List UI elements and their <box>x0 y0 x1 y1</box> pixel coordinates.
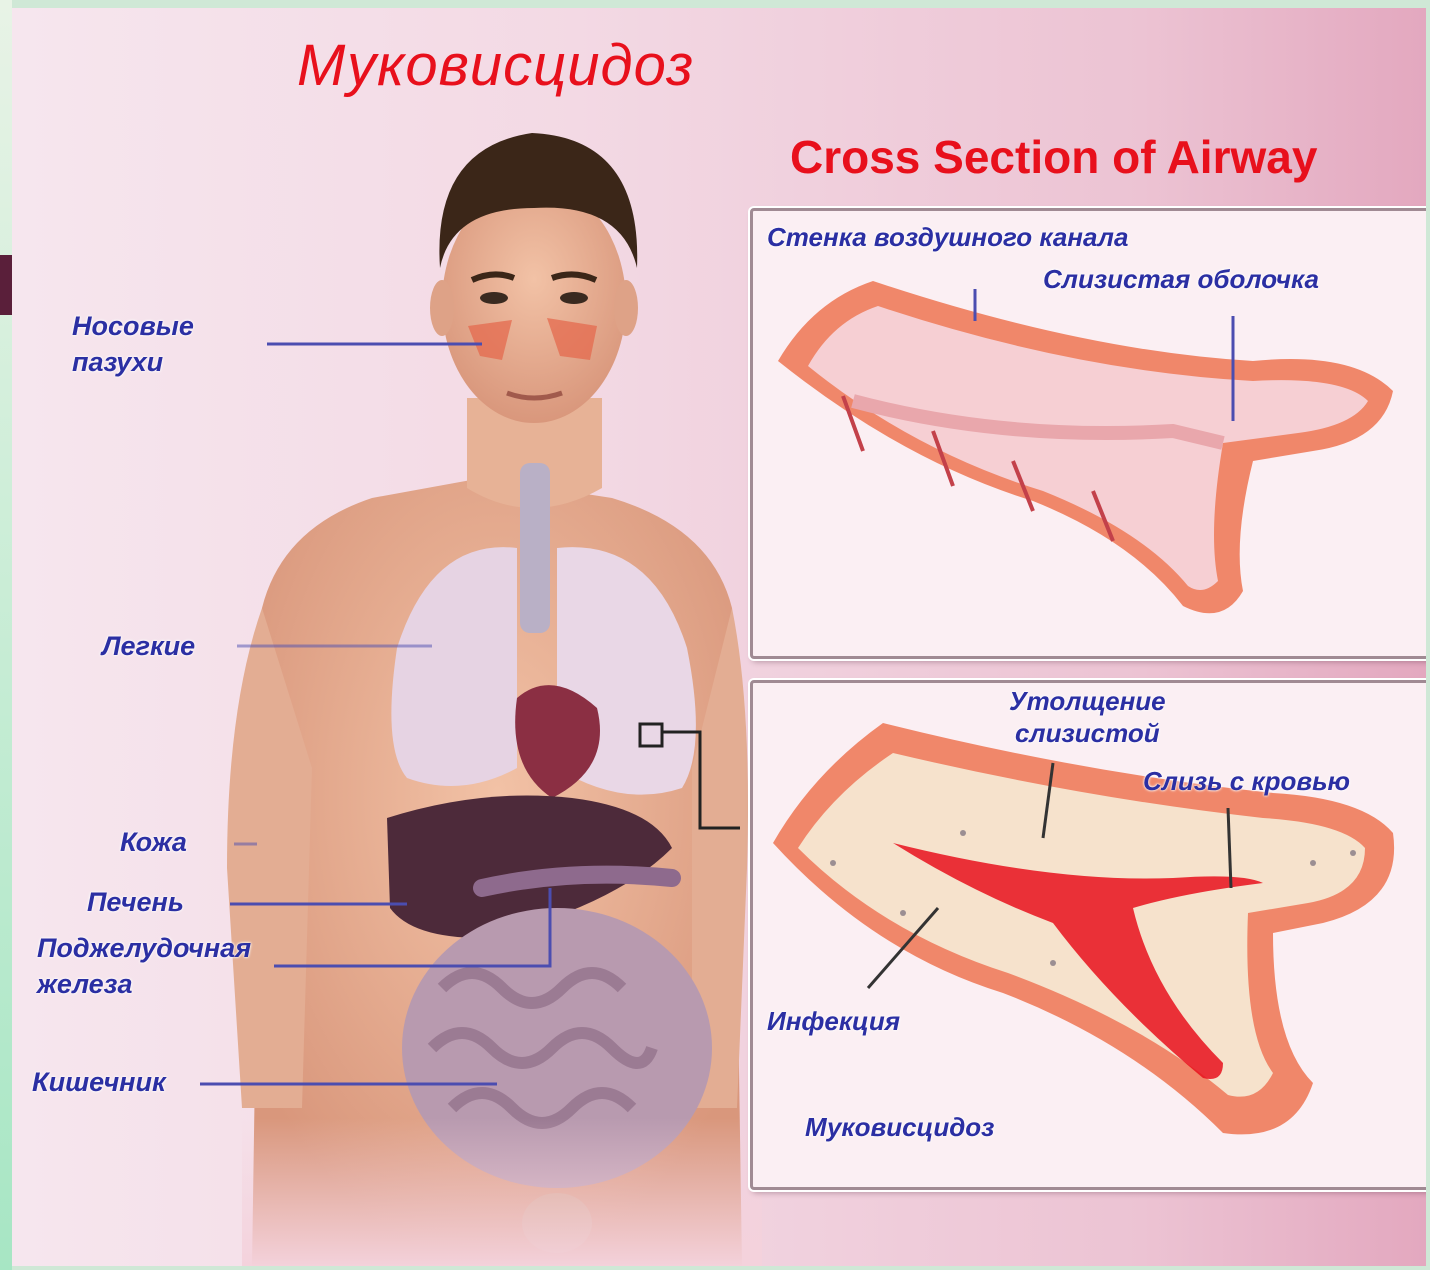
label-cf-caption: Муковисцидоз <box>805 1109 994 1145</box>
trachea <box>520 463 550 633</box>
label-skin: Кожа <box>120 824 187 860</box>
label-airway-wall: Стенка воздушного канала <box>767 219 1128 255</box>
label-sinuses-line2: пазухи <box>72 344 194 380</box>
label-intestine: Кишечник <box>32 1064 166 1100</box>
label-bloody-mucus: Слизь с кровью <box>1143 763 1350 799</box>
label-lungs: Легкие <box>102 628 195 664</box>
label-pancreas: Поджелудочная железа <box>37 930 251 1002</box>
label-thickening-line2: слизистой <box>1009 717 1166 749</box>
panel-title: Cross Section of Airway <box>790 130 1317 184</box>
label-mucosa: Слизистая оболочка <box>1043 261 1319 297</box>
main-title: Муковисцидоз <box>297 32 694 99</box>
label-sinuses-line1: Носовые <box>72 308 194 344</box>
ear-right <box>614 280 638 336</box>
cf-airway-panel: Утолщение слизистой Слизь с кровью Инфек… <box>750 680 1426 1190</box>
label-pancreas-line1: Поджелудочная <box>37 930 251 966</box>
label-pancreas-line2: железа <box>37 966 251 1002</box>
label-sinuses: Носовые пазухи <box>72 308 194 380</box>
left-edge-mark <box>0 255 12 315</box>
label-infection: Инфекция <box>767 1003 900 1039</box>
eye-right <box>560 292 588 304</box>
eye-left <box>480 292 508 304</box>
label-liver: Печень <box>87 884 184 920</box>
healthy-airway-panel: Стенка воздушного канала Слизистая оболо… <box>750 208 1426 659</box>
ear-left <box>430 280 454 336</box>
label-thickening-line1: Утолщение <box>1009 685 1166 717</box>
diagram-stage: Муковисцидоз Cross Section of Airway Нос… <box>12 8 1426 1266</box>
left-edge-strip <box>0 0 12 1270</box>
label-thickening: Утолщение слизистой <box>1009 685 1166 749</box>
